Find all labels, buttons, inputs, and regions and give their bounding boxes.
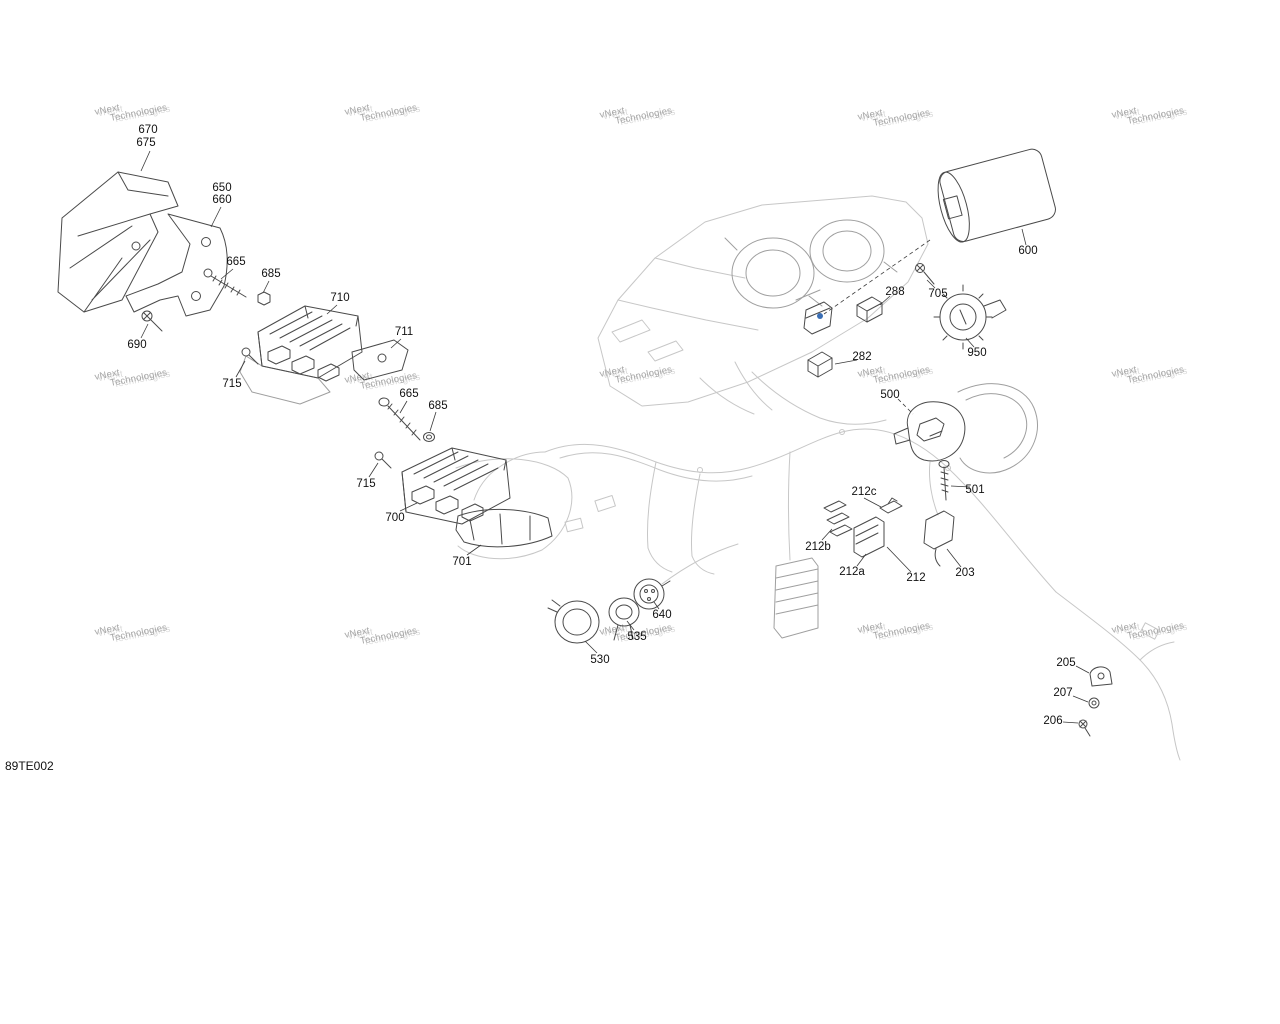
part-212b-connectors [823,500,853,537]
callout-711: 711 [394,326,414,338]
part-700-module [401,447,573,560]
part-665-bolt-upper [203,268,247,298]
part-665-bolt-lower [378,397,421,441]
callout-710: 710 [330,292,350,304]
callout-701: 701 [452,556,472,568]
callout-282: 282 [852,351,872,363]
gauge-cluster [724,219,898,309]
callout-205: 205 [1056,657,1076,669]
callout-690: 690 [127,339,147,351]
callout-685-upper: 685 [261,268,281,280]
part-685-nut-upper [257,291,271,306]
part-535-switch [608,597,640,641]
callout-530: 530 [590,654,610,666]
drawing-code: 89TE002 [5,759,54,773]
callout-685-lower: 685 [428,400,448,412]
callout-675: 675 [136,137,156,149]
callout-650: 650 [212,182,232,194]
callout-212c: 212c [851,486,877,498]
part-530-ring [547,599,600,644]
dash-connector-bracket [803,301,833,335]
part-711-bracket [351,339,409,381]
part-640-connector [633,578,671,610]
callout-600: 600 [1018,245,1038,257]
part-690-screw [141,310,163,332]
part-715-screw-upper [241,347,259,365]
callout-715-upper: 715 [222,378,242,390]
callout-665-upper: 665 [226,256,246,268]
part-205-clamp [1089,666,1113,687]
callout-665-lower: 665 [399,388,419,400]
blue-marker [817,313,823,319]
part-715-screw-lower [374,451,392,469]
part-500-switch-pod [893,401,966,462]
callout-212a: 212a [839,566,865,578]
callout-500: 500 [880,389,900,401]
part-710-module [239,305,363,405]
callout-207: 207 [1053,687,1073,699]
callout-660: 660 [212,194,232,206]
callout-203: 203 [955,567,975,579]
part-203-sensor [923,510,955,567]
callout-212b: 212b [805,541,831,553]
part-675-bracket [57,171,179,313]
part-206-screw [1078,719,1091,737]
callout-705: 705 [928,288,948,300]
part-501-screw [938,460,950,501]
part-600-canister [937,148,1056,243]
callout-700: 700 [385,512,405,524]
part-685-washer-lower [423,432,435,442]
part-288-relay [856,296,883,323]
leader-lines [140,150,1090,724]
part-212c-connector [879,497,903,514]
callout-535: 535 [627,631,647,643]
callout-715-lower: 715 [356,478,376,490]
callout-501: 501 [965,484,985,496]
part-207-washer [1088,697,1100,709]
part-212a-connector [853,516,885,558]
wiring-harness [473,428,1181,761]
dashboard-outline [597,195,929,425]
callout-206: 206 [1043,715,1063,727]
callout-640: 640 [652,609,672,621]
callout-670: 670 [138,124,158,136]
part-705-screw [915,263,935,285]
part-282-relay [807,351,833,378]
part-950-switch [933,284,1007,350]
callout-212: 212 [906,572,926,584]
part-660-bracket [125,213,228,317]
part-701-bracket [455,509,553,548]
callout-950: 950 [967,347,987,359]
callout-288: 288 [885,286,905,298]
handlebar-grip [957,383,1038,474]
